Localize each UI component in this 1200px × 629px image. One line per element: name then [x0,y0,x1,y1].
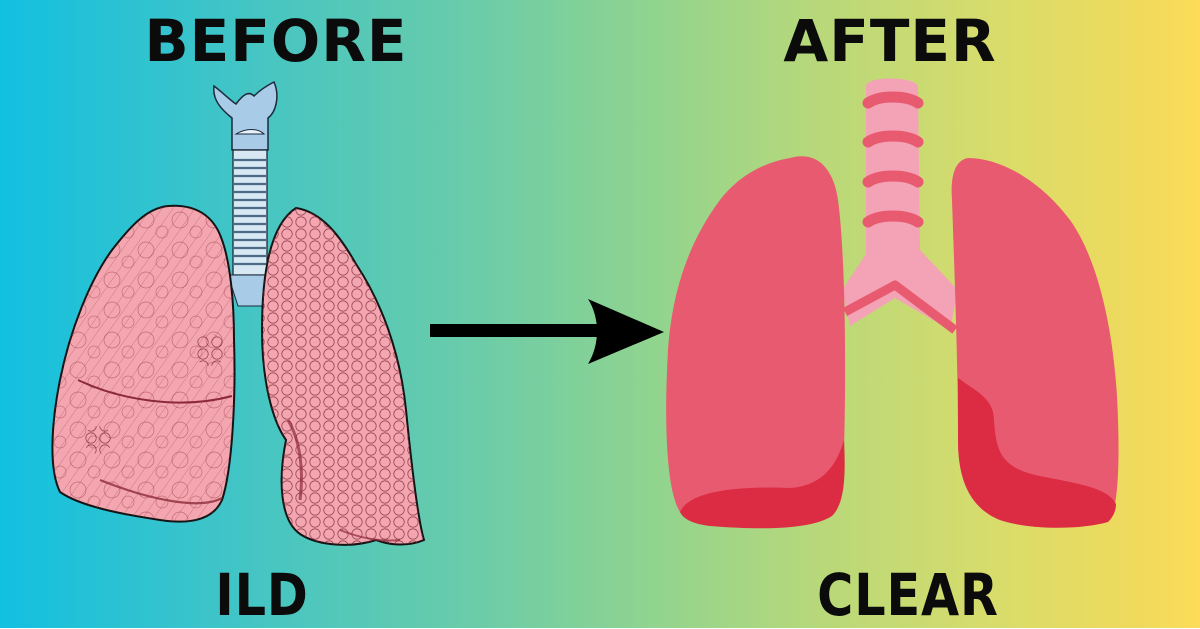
before-heading: BEFORE [144,7,408,75]
clear-lungs-illustration [666,78,1119,529]
after-heading: AFTER [783,7,997,75]
ild-caption: ILD [215,561,309,629]
arrow-right-icon [430,299,664,364]
after-trachea [842,78,958,334]
clear-caption: CLEAR [817,561,999,629]
ild-lungs-illustration [51,80,426,546]
before-trachea [213,80,278,307]
